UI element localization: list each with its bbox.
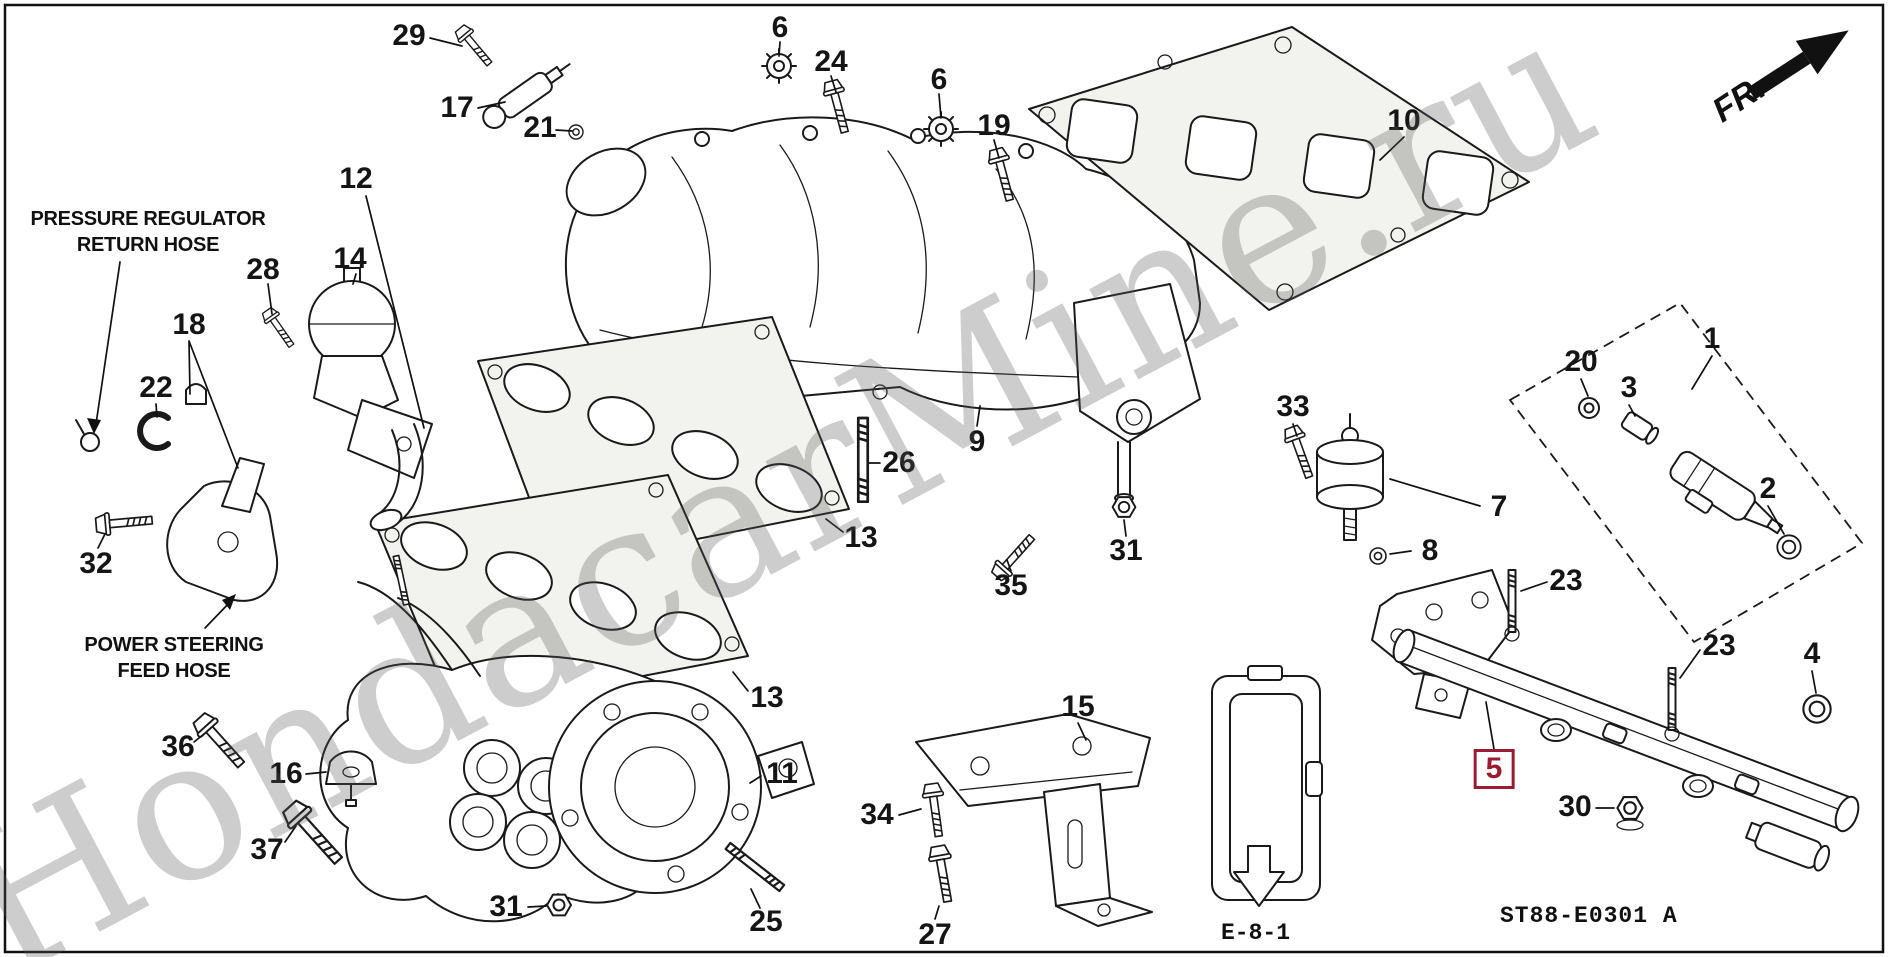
callout-22: 22	[139, 371, 173, 404]
reference-e-8-1: E-8-1	[1221, 920, 1291, 946]
pressure-regulator-art	[1316, 413, 1387, 565]
callout-17: 17	[440, 91, 474, 124]
sensor-art	[482, 63, 584, 140]
callout-4: 4	[1803, 637, 1821, 670]
callout-21: 21	[523, 111, 557, 144]
callout-3: 3	[1620, 371, 1638, 404]
callout-25: 25	[749, 905, 783, 938]
callout-24: 24	[814, 45, 848, 78]
power-steering-feed-hose-label: POWER STEERING FEED HOSE	[84, 632, 263, 684]
screw-28-art	[259, 305, 299, 352]
power-steering-bracket-art	[75, 383, 279, 602]
sheet-border	[3, 3, 1885, 954]
callout-28: 28	[246, 253, 280, 286]
stud-26-art	[856, 416, 870, 504]
fuel-rail-art	[1371, 569, 1860, 872]
callout-35: 35	[994, 569, 1028, 602]
callout-6: 6	[771, 11, 789, 44]
callout-26: 26	[882, 446, 916, 479]
nut-31a-art	[1111, 496, 1137, 518]
callout-10: 10	[1387, 104, 1421, 137]
callout-32: 32	[79, 547, 113, 580]
bolt-36-art	[188, 708, 252, 774]
callout-15: 15	[1061, 690, 1095, 723]
stay-bracket-art	[915, 713, 1153, 927]
fr-direction-arrow	[1747, 30, 1849, 100]
stud-25-art	[724, 841, 786, 893]
pressure-regulator-return-hose-label: PRESSURE REGULATOR RETURN HOSE	[30, 206, 265, 258]
lower-manifold-art	[319, 554, 815, 923]
callout-7: 7	[1490, 490, 1508, 523]
nut-31b-art	[546, 893, 572, 917]
label-line: FEED HOSE	[117, 660, 231, 682]
seal-4-art	[1802, 694, 1832, 724]
label-line: RETURN HOSE	[76, 234, 220, 256]
diagram-code: ST88-E0301 A	[1500, 903, 1678, 929]
callout-20: 20	[1564, 345, 1598, 378]
callout-14: 14	[333, 242, 367, 275]
callout-31: 31	[489, 890, 523, 923]
callout-16: 16	[269, 757, 303, 790]
callout-9: 9	[968, 425, 986, 458]
egr-valve-art	[308, 267, 433, 532]
callout-13: 13	[844, 521, 878, 554]
callout-8: 8	[1421, 534, 1439, 567]
callout-30: 30	[1558, 790, 1592, 823]
callout-6: 6	[930, 63, 948, 96]
callout-5: 5	[1473, 749, 1515, 789]
label-line: PRESSURE REGULATOR	[30, 208, 266, 230]
callout-33: 33	[1276, 390, 1310, 423]
bolt-33-art	[1280, 423, 1320, 482]
callout-27: 27	[918, 918, 952, 951]
gasket-13-art	[374, 316, 850, 713]
callout-36: 36	[161, 730, 195, 763]
cover-art	[1211, 665, 1323, 901]
manifold-gasket-art	[1028, 26, 1530, 311]
callout-2: 2	[1759, 472, 1777, 505]
see-reference-arrow	[1233, 845, 1285, 907]
bolt-27-art	[926, 843, 960, 905]
leader-lines	[87, 37, 1817, 920]
callout-18: 18	[172, 308, 206, 341]
injector-assembly-art	[1508, 301, 1864, 644]
clamp-16-art	[325, 750, 377, 807]
callout-31: 31	[1109, 534, 1143, 567]
callout-34: 34	[860, 798, 894, 831]
callout-29: 29	[392, 19, 426, 52]
callout-1: 1	[1703, 322, 1721, 355]
callout-37: 37	[250, 833, 284, 866]
callout-23: 23	[1702, 629, 1736, 662]
callout-11: 11	[766, 757, 798, 790]
bolt-34-art	[920, 781, 950, 839]
callout-23: 23	[1549, 564, 1583, 597]
bolt-32-art	[94, 508, 154, 537]
label-line: POWER STEERING	[84, 634, 264, 656]
callout-12: 12	[339, 162, 373, 195]
callout-13: 13	[750, 681, 784, 714]
callout-19: 19	[977, 109, 1011, 142]
